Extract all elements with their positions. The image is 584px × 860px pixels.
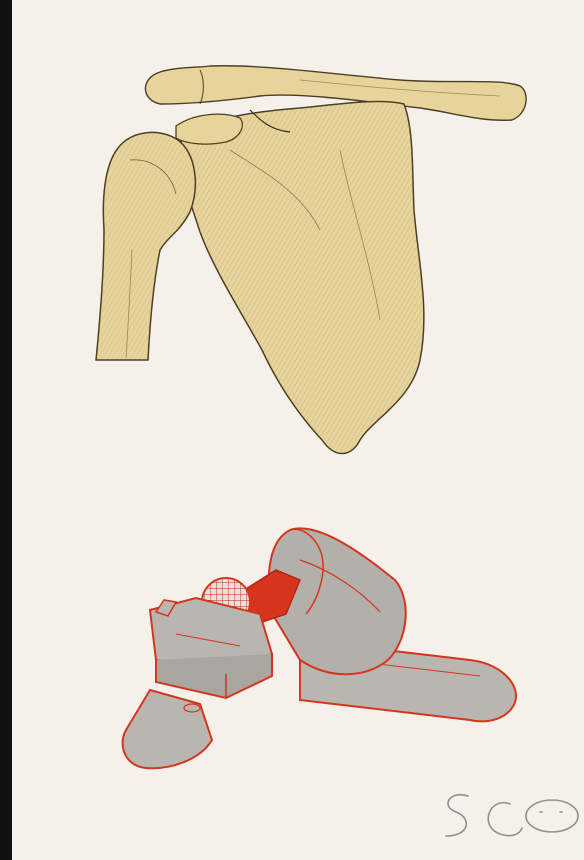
lower-cylinder (123, 690, 212, 768)
shoulder-bones-drawing (96, 66, 526, 454)
artist-signature (446, 795, 578, 836)
base-block (150, 598, 272, 698)
mechanical-joint-model (123, 528, 516, 768)
acromion-process (176, 114, 242, 144)
